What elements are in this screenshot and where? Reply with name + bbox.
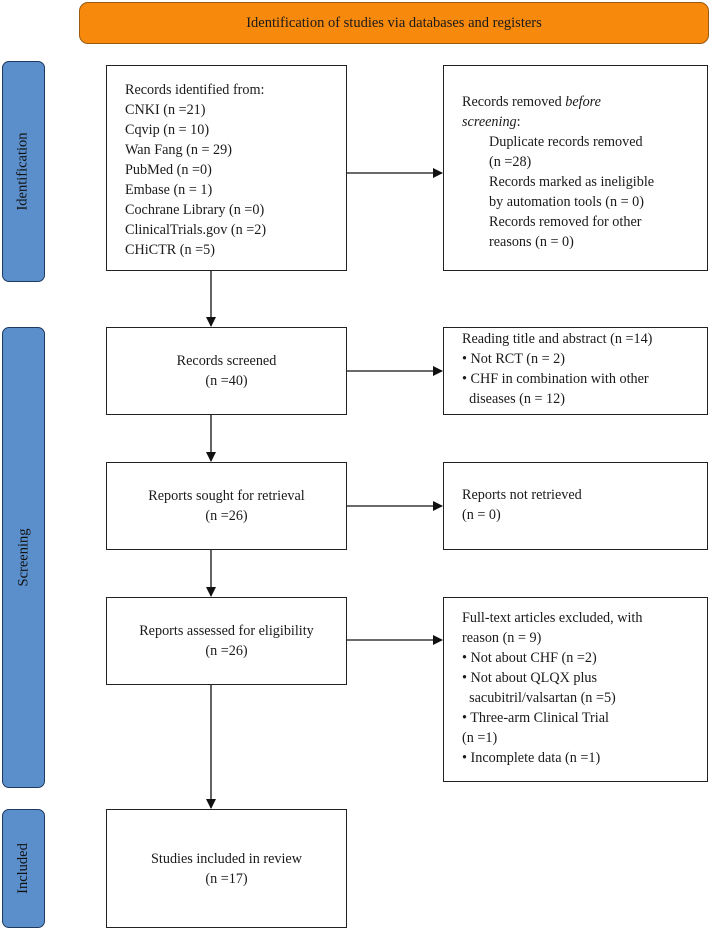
phase-identification: Identification — [2, 61, 45, 282]
records-removed-heading-italic: before — [565, 94, 601, 110]
source-item: CHiCTR (n =5) — [125, 242, 215, 258]
not-retrieved-box: Reports not retrieved (n = 0) — [443, 462, 708, 550]
records-identified-box: Records identified from: CNKI (n =21) Cq… — [106, 65, 347, 271]
records-removed-box: Records removed before screening: Duplic… — [443, 65, 708, 271]
records-removed-heading: Records removed before — [462, 92, 707, 112]
fulltext-excluded-line: sacubitril/valsartan (n =5) — [462, 690, 616, 706]
fulltext-excluded-line: (n =1) — [462, 730, 498, 746]
studies-included-count: (n =17) — [205, 870, 248, 887]
screen-excluded-box: Reading title and abstract (n =14) • Not… — [443, 327, 708, 415]
source-item: PubMed (n =0) — [125, 162, 212, 178]
source-item: Cochrane Library (n =0) — [125, 202, 265, 218]
fulltext-excluded-line: • Not about CHF (n =2) — [462, 650, 597, 666]
phase-included: Included — [2, 809, 45, 928]
fulltext-excluded-line: • Not about QLQX plus — [462, 670, 598, 686]
records-identified-heading: Records identified from: — [125, 82, 265, 98]
source-item: Embase (n = 1) — [125, 182, 213, 198]
fulltext-excluded-line: Full-text articles excluded, with — [462, 610, 643, 626]
records-removed-screening-italic: screening — [462, 114, 517, 130]
reports-sought-label: Reports sought for retrieval — [148, 488, 305, 504]
removed-item: Records marked as ineligible — [489, 174, 655, 190]
phase-screening: Screening — [2, 327, 45, 788]
removed-item: Duplicate records removed — [489, 134, 643, 150]
removed-item: Records removed for other — [489, 214, 642, 230]
flow-header-title: Identification of studies via databases … — [246, 14, 542, 31]
records-removed-heading-prefix: Records removed — [462, 94, 562, 110]
studies-included-label: Studies included in review — [151, 850, 302, 867]
records-screened-count: (n =40) — [205, 373, 248, 389]
reports-assessed-box: Reports assessed for eligibility (n =26) — [106, 597, 347, 685]
records-screened-box: Records screened (n =40) — [106, 327, 347, 415]
source-item: Wan Fang (n = 29) — [125, 142, 232, 158]
source-item: Cqvip (n = 10) — [125, 122, 210, 138]
screen-excluded-line: • Not RCT (n = 2) — [462, 351, 565, 367]
fulltext-excluded-box: Full-text articles excluded, with reason… — [443, 597, 708, 782]
reports-sought-box: Reports sought for retrieval (n =26) — [106, 462, 347, 550]
screen-excluded-line: • CHF in combination with other — [462, 371, 649, 387]
removed-item: by automation tools (n = 0) — [489, 194, 644, 210]
records-removed-heading-2: screening: — [462, 112, 707, 132]
reports-assessed-label: Reports assessed for eligibility — [139, 623, 314, 639]
screen-excluded-line: diseases (n = 12) — [462, 391, 565, 407]
records-screened-label: Records screened — [176, 353, 277, 369]
fulltext-excluded-line: • Incomplete data (n =1) — [462, 750, 601, 766]
fulltext-excluded-line: reason (n = 9) — [462, 630, 542, 646]
removed-item: reasons (n = 0) — [489, 234, 574, 250]
records-removed-colon: : — [516, 114, 521, 130]
reports-sought-count: (n =26) — [205, 508, 248, 524]
screen-excluded-line: Reading title and abstract (n =14) — [462, 331, 653, 347]
reports-assessed-count: (n =26) — [205, 643, 248, 659]
source-item: CNKI (n =21) — [125, 102, 206, 118]
not-retrieved-label: Reports not retrieved — [462, 487, 582, 503]
fulltext-excluded-line: • Three-arm Clinical Trial — [462, 710, 609, 726]
removed-item: (n =28) — [489, 154, 532, 170]
source-item: ClinicalTrials.gov (n =2) — [125, 222, 267, 238]
studies-included-box: Studies included in review (n =17) — [106, 809, 347, 928]
flow-header: Identification of studies via databases … — [79, 2, 709, 44]
not-retrieved-count: (n = 0) — [462, 507, 501, 523]
